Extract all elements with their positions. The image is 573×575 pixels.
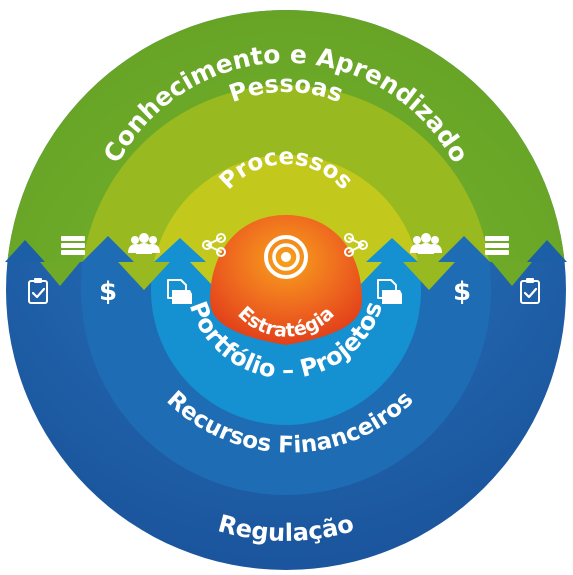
blue-tab-left-outer xyxy=(5,240,45,262)
dollar-icon: $ xyxy=(99,277,117,307)
clipboard-check-icon xyxy=(520,278,540,304)
blue-tab-right-mid xyxy=(438,236,490,262)
books-stack-icon xyxy=(485,236,509,255)
share-nodes-icon xyxy=(202,233,226,257)
people-group-icon xyxy=(128,233,160,254)
books-stack-icon xyxy=(61,236,85,255)
document-folder-icon xyxy=(167,279,192,304)
people-group-icon xyxy=(410,233,442,254)
blue-tab-left-inner xyxy=(154,238,206,262)
green-tab-left-mid xyxy=(118,262,170,290)
dollar-icon: $ xyxy=(453,277,471,307)
share-nodes-icon xyxy=(344,233,368,257)
blue-tab-right-inner xyxy=(366,238,418,262)
green-tab-left-outer xyxy=(40,262,80,286)
clipboard-check-icon xyxy=(28,278,48,304)
green-tab-right-mid xyxy=(403,262,455,290)
estrategia-core xyxy=(210,215,362,345)
blue-tab-right-outer xyxy=(527,240,567,262)
green-tab-right-outer xyxy=(492,262,532,286)
document-folder-icon xyxy=(377,279,402,304)
blue-tab-left-mid xyxy=(82,236,134,262)
target-icon xyxy=(264,235,308,279)
